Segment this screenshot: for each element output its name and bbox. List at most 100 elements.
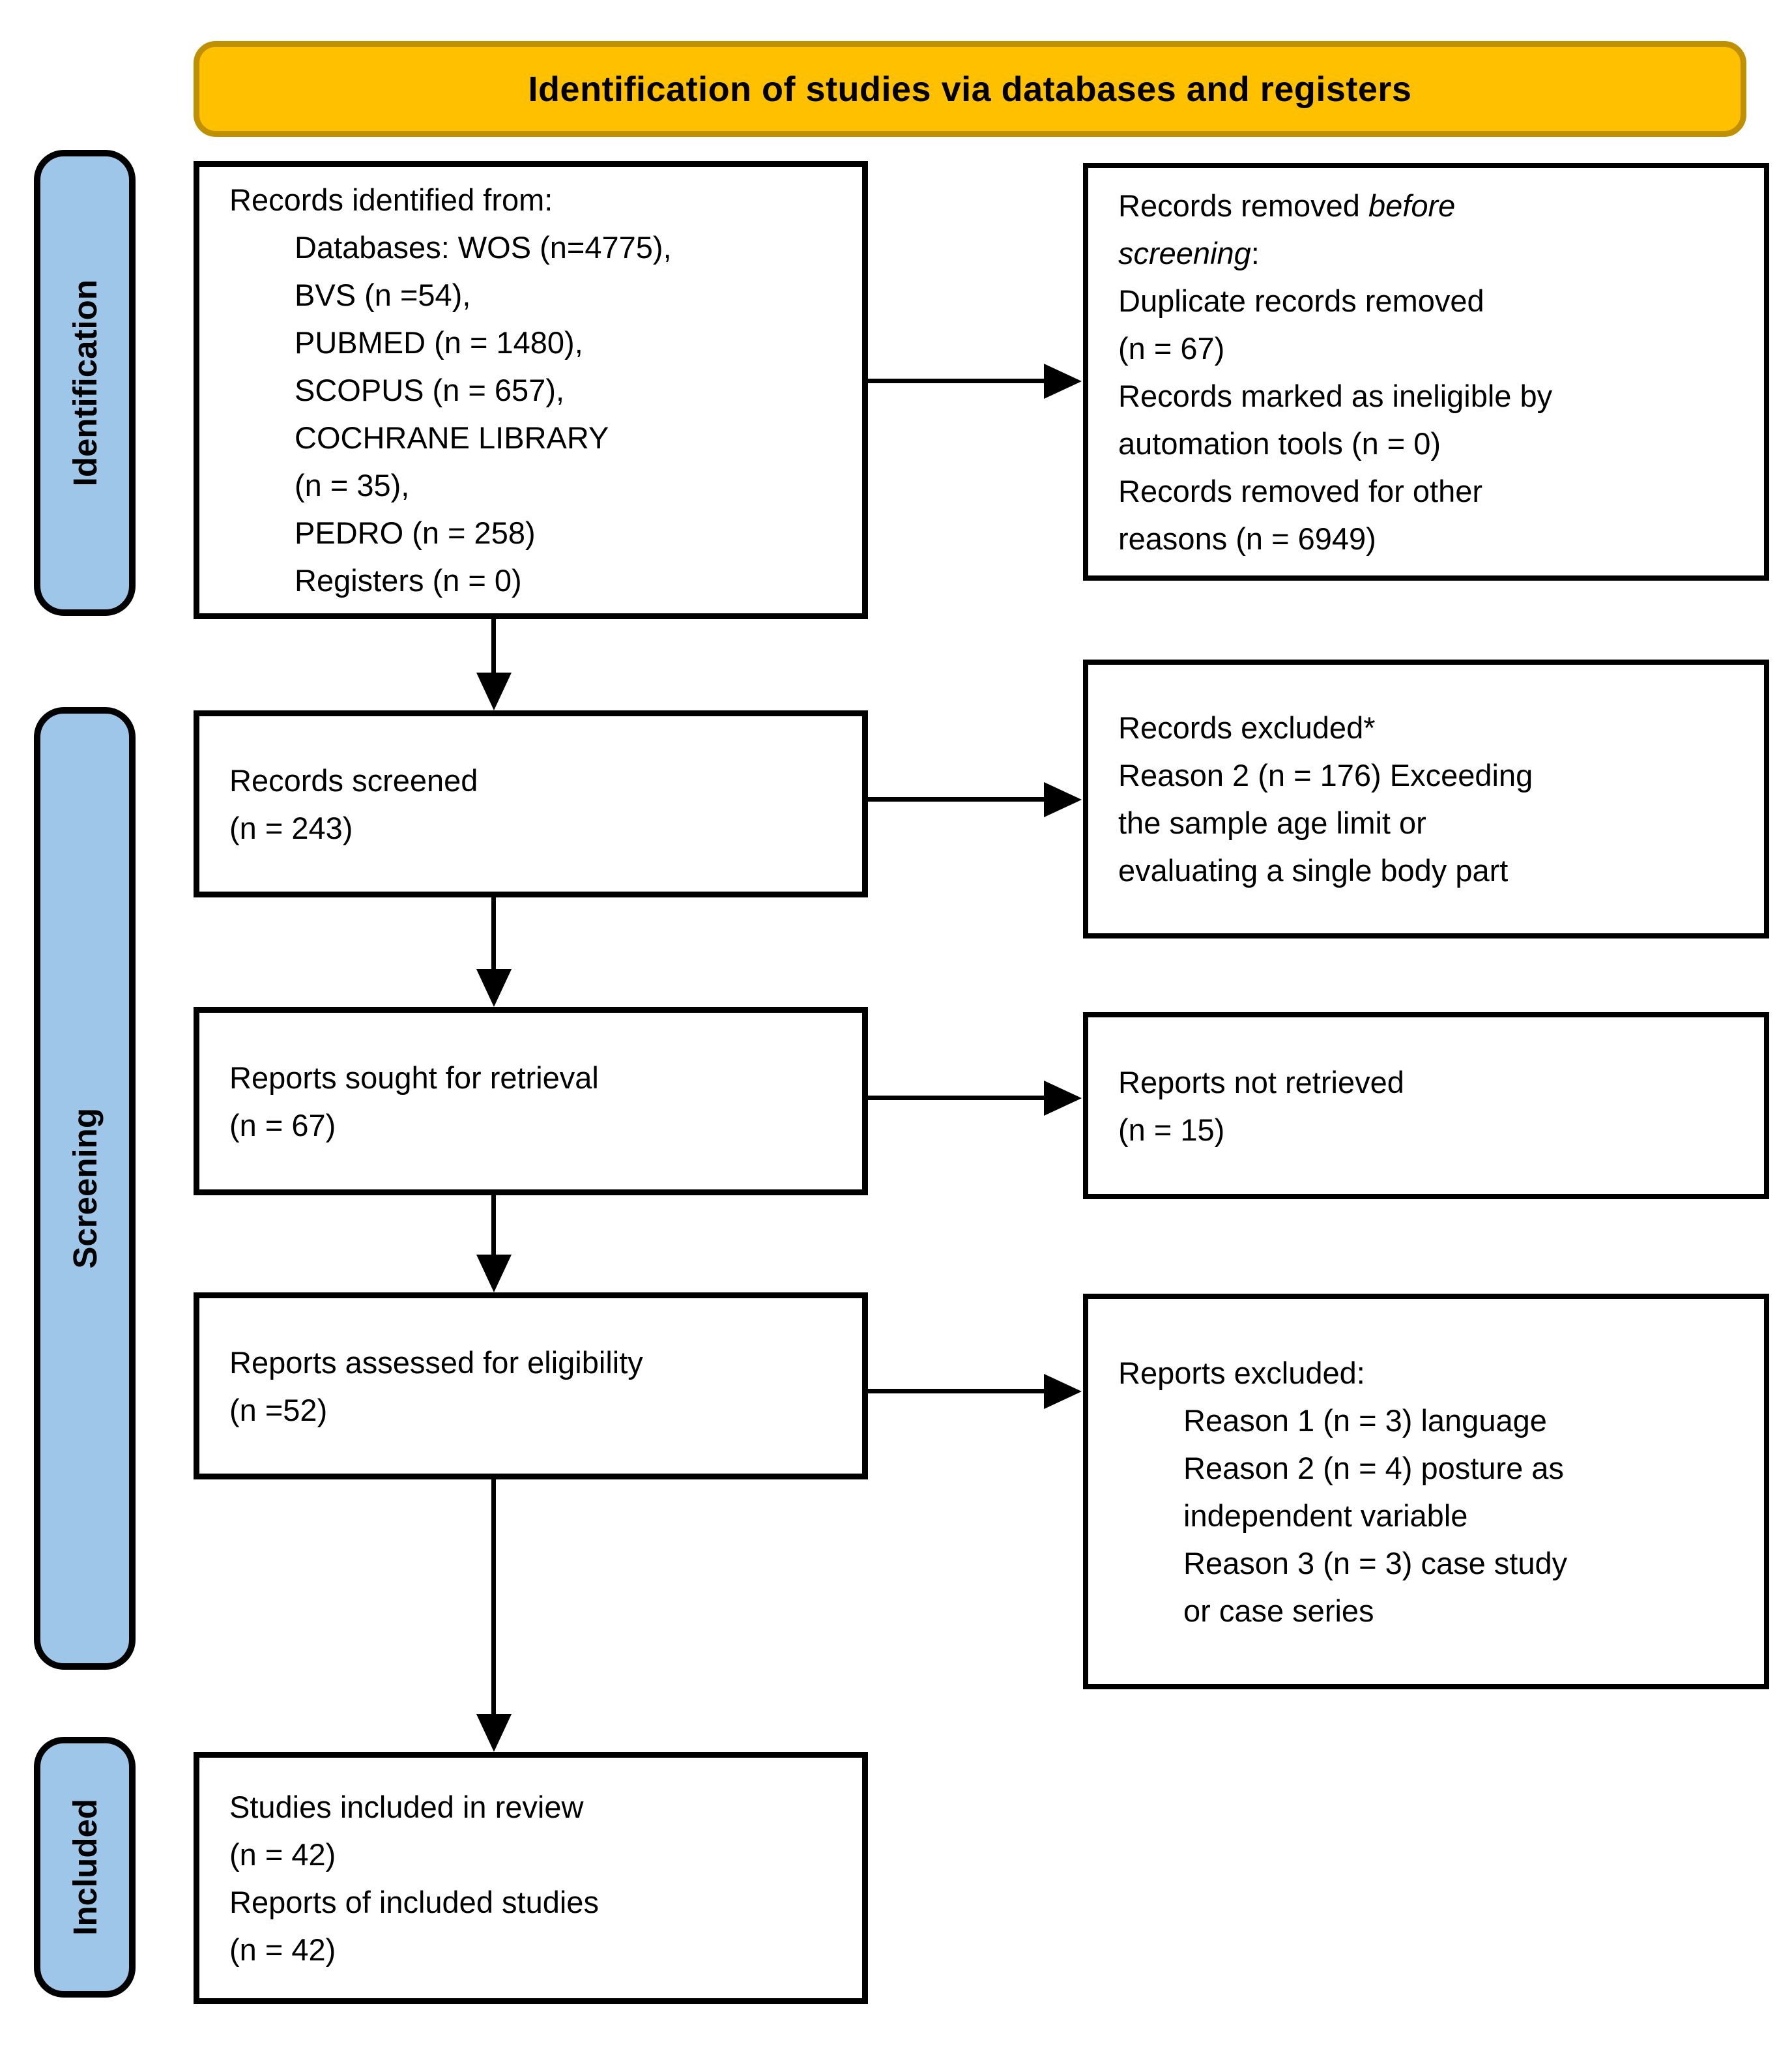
text-segment: Reports assessed for eligibility [229, 1345, 643, 1380]
text-segment: Studies included in review [229, 1789, 584, 1824]
text-segment: Reports of included studies [229, 1884, 599, 1919]
text-line: (n = 42) [229, 1831, 836, 1878]
text-segment: (n = 67) [229, 1107, 336, 1142]
arrowhead-down-icon [476, 1255, 512, 1292]
arrow-identified-to-removed [868, 379, 1047, 383]
text-segment: : [1250, 235, 1260, 270]
text-line: automation tools (n = 0) [1118, 420, 1738, 467]
text-line: (n = 35), [229, 461, 836, 509]
arrow-screened-to-excluded [868, 797, 1047, 802]
arrowhead-right-icon [1044, 1081, 1082, 1116]
arrow-screened-to-sought [491, 897, 496, 973]
text-line: Reason 3 (n = 3) case study [1118, 1539, 1738, 1587]
arrow-assessed-to-excluded [868, 1389, 1047, 1393]
text-segment: the sample age limit or [1118, 806, 1426, 840]
text-line: (n = 243) [229, 804, 836, 852]
text-line: Reports assessed for eligibility [229, 1339, 836, 1386]
text-line: Records excluded* [1118, 704, 1738, 751]
text-line: the sample age limit or [1118, 799, 1738, 847]
stage-screening-label: Screening [66, 1108, 104, 1269]
text-line: Reason 1 (n = 3) language [1118, 1397, 1738, 1444]
text-line: (n = 42) [229, 1926, 836, 1973]
text-line: Reports not retrieved [1118, 1058, 1738, 1106]
text-line: Registers (n = 0) [229, 557, 836, 604]
text-line: Records screened [229, 757, 836, 804]
arrow-assessed-to-included [491, 1479, 496, 1718]
text-line: (n = 15) [1118, 1106, 1738, 1154]
text-line: SCOPUS (n = 657), [229, 366, 836, 414]
text-line: Reason 2 (n = 4) posture as [1118, 1444, 1738, 1492]
text-line: (n =52) [229, 1386, 836, 1434]
text-line: evaluating a single body part [1118, 847, 1738, 894]
text-segment: (n = 42) [229, 1932, 336, 1967]
text-segment: Registers (n = 0) [295, 563, 522, 598]
text-segment: Reports sought for retrieval [229, 1060, 599, 1095]
text-segment: Reason 3 (n = 3) case study [1183, 1545, 1568, 1580]
text-segment: Reason 1 (n = 3) language [1183, 1403, 1547, 1438]
text-segment: (n = 15) [1118, 1112, 1225, 1147]
banner-title: Identification of studies via databases … [528, 69, 1412, 109]
text-segment: SCOPUS (n = 657), [295, 373, 565, 407]
text-segment: Reason 2 (n = 4) posture as [1183, 1450, 1564, 1485]
text-line: Databases: WOS (n=4775), [229, 224, 836, 271]
text-segment: PUBMED (n = 1480), [295, 325, 583, 360]
text-segment: (n = 35), [295, 468, 410, 502]
text-segment: Records identified from: [229, 182, 553, 217]
text-segment: Reason 2 (n = 176) Exceeding [1118, 758, 1533, 793]
stage-included-label: Included [66, 1799, 104, 1936]
box-reports-assessed: Reports assessed for eligibility (n =52) [194, 1292, 868, 1479]
text-line: BVS (n =54), [229, 271, 836, 319]
banner: Identification of studies via databases … [194, 41, 1746, 137]
text-segment: Records removed for other [1118, 473, 1483, 508]
box-reports-not-retrieved: Reports not retrieved (n = 15) [1083, 1012, 1769, 1199]
text-segment: Records screened [229, 763, 478, 798]
arrowhead-down-icon [476, 969, 512, 1007]
arrowhead-right-icon [1044, 1374, 1082, 1409]
arrowhead-right-icon [1044, 364, 1082, 399]
stage-included: Included [34, 1737, 136, 1998]
text-segment: COCHRANE LIBRARY [295, 420, 609, 455]
text-line: Studies included in review [229, 1783, 836, 1831]
text-segment: Duplicate records removed [1118, 283, 1484, 318]
arrow-identified-to-screened [491, 619, 496, 676]
box-reports-excluded: Reports excluded: Reason 1 (n = 3) langua… [1083, 1294, 1769, 1689]
text-segment: Records removed [1118, 188, 1368, 223]
text-line: Duplicate records removed [1118, 277, 1738, 325]
arrow-sought-to-assessed [491, 1194, 496, 1258]
text-line: screening: [1118, 229, 1738, 277]
text-line: Reports excluded: [1118, 1349, 1738, 1397]
text-segment: screening [1118, 235, 1251, 270]
arrowhead-right-icon [1044, 782, 1082, 817]
text-segment: Databases: WOS (n=4775), [295, 230, 672, 265]
text-line: COCHRANE LIBRARY [229, 414, 836, 461]
box-records-identified: Records identified from: Databases: WOS (… [194, 161, 868, 619]
text-segment: BVS (n =54), [295, 278, 471, 312]
box-studies-included: Studies included in review (n = 42) Report… [194, 1752, 868, 2004]
text-line: (n = 67) [1118, 325, 1738, 372]
stage-identification: Identification [34, 150, 136, 616]
text-segment: reasons (n = 6949) [1118, 521, 1376, 556]
text-segment: (n =52) [229, 1392, 328, 1427]
text-segment: (n = 42) [229, 1837, 336, 1872]
text-line: Reports of included studies [229, 1878, 836, 1926]
box-records-screened: Records screened (n = 243) [194, 710, 868, 897]
text-segment: (n = 243) [229, 810, 353, 845]
box-records-excluded: Records excluded* Reason 2 (n = 176) Exce… [1083, 660, 1769, 938]
text-segment: PEDRO (n = 258) [295, 516, 536, 550]
text-line: Records removed before [1118, 182, 1738, 229]
stage-screening: Screening [34, 707, 136, 1670]
text-segment: or case series [1183, 1593, 1374, 1628]
stage-identification-label: Identification [66, 279, 104, 487]
text-segment: independent variable [1183, 1498, 1468, 1533]
text-line: (n = 67) [229, 1101, 836, 1149]
arrowhead-down-icon [476, 1714, 512, 1752]
text-segment: Reports not retrieved [1118, 1064, 1404, 1099]
text-line: reasons (n = 6949) [1118, 515, 1738, 562]
text-segment: Reports excluded: [1118, 1355, 1365, 1390]
text-line: Records removed for other [1118, 467, 1738, 515]
text-line: PUBMED (n = 1480), [229, 319, 836, 366]
text-segment: Records marked as ineligible by [1118, 378, 1553, 413]
text-segment: Records excluded* [1118, 710, 1376, 745]
